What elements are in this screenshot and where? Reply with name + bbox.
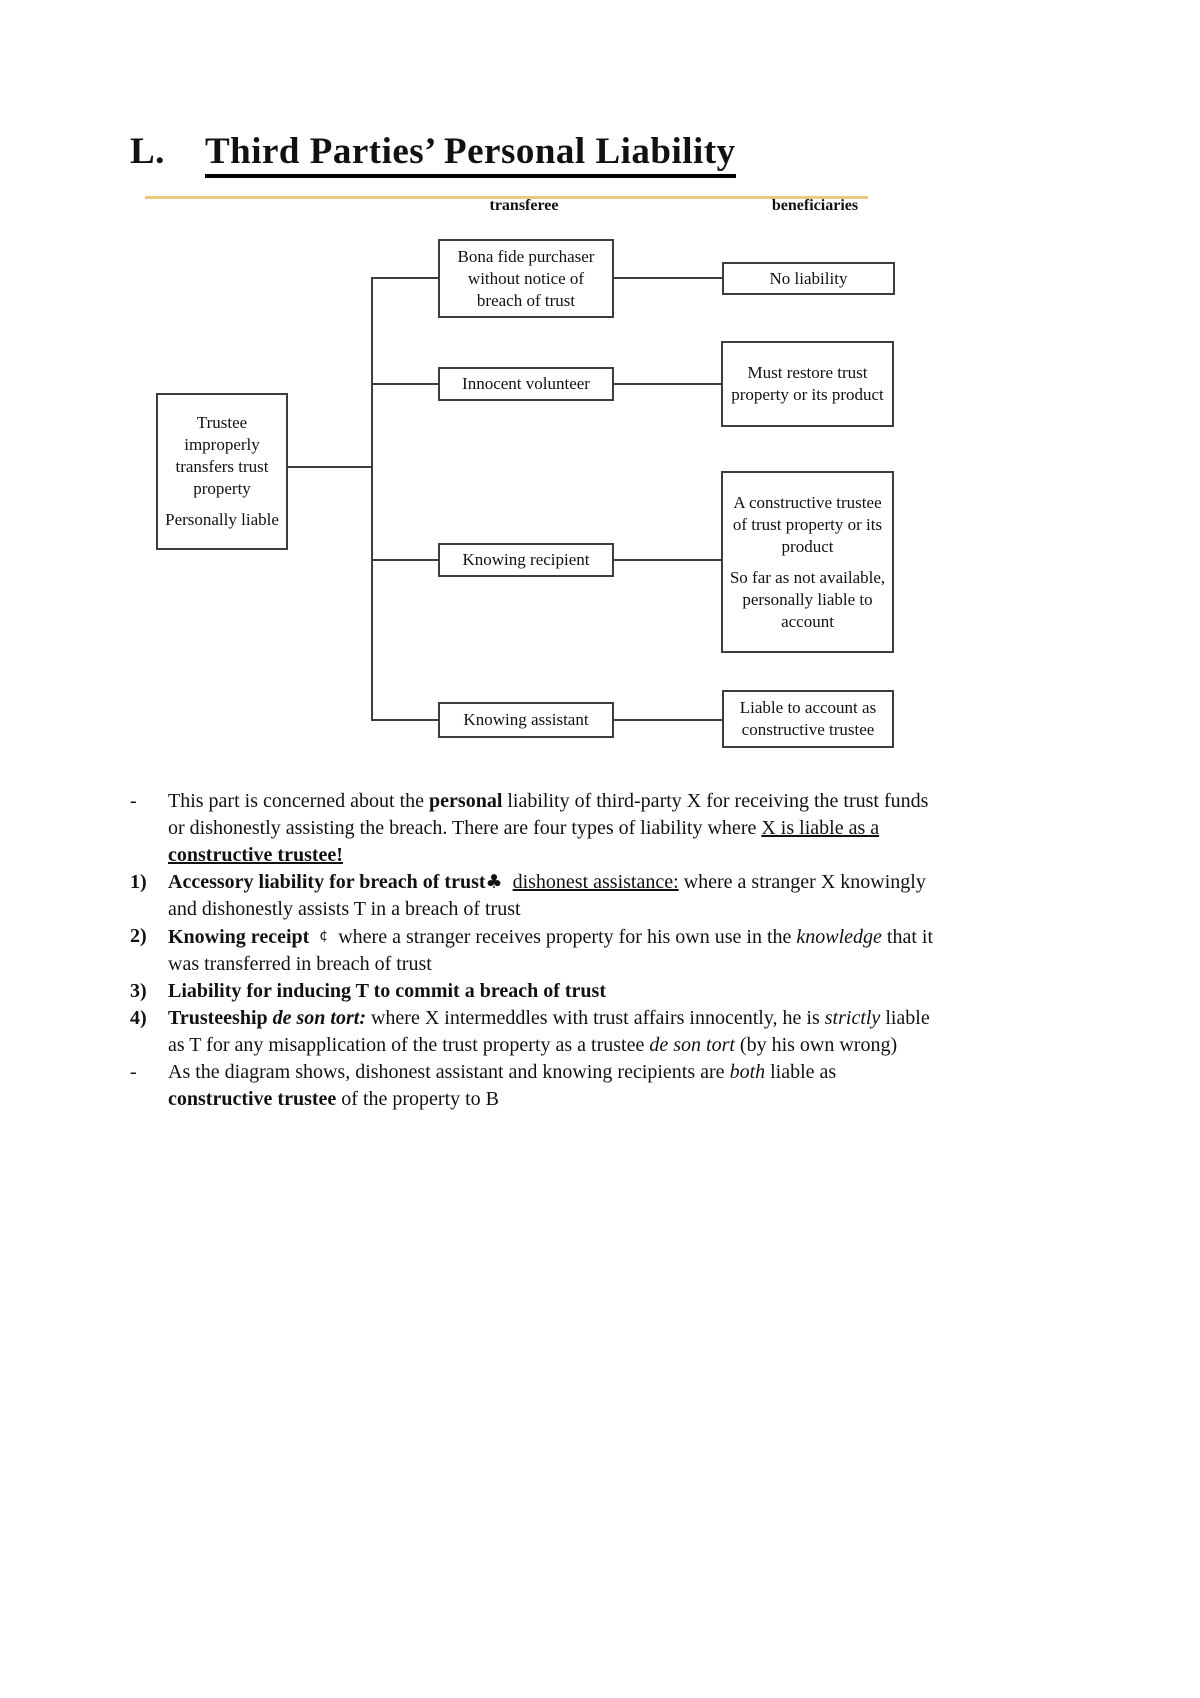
note-marker: -	[130, 790, 137, 812]
note-item: 4) Trusteeship de son tort: where X inter…	[130, 1005, 950, 1059]
note-item: 2) Knowing receipt ¢ where a stranger rec…	[130, 923, 950, 978]
note-item: 1) Accessory liability for breach of trus…	[130, 869, 950, 923]
box-knowing-recipient-text: Knowing recipient	[462, 550, 590, 569]
note-marker: 1)	[130, 871, 147, 893]
text-run: of the property to B	[336, 1088, 500, 1110]
note-item: - This part is concerned about the person…	[130, 788, 950, 869]
box-liable-to-account-text: Liable to account as constructive truste…	[739, 698, 877, 739]
box-must-restore-text: Must restore trust property or its produ…	[731, 363, 884, 404]
text-run: where a stranger receives property for h…	[328, 926, 797, 948]
connector-branch-assistant	[371, 719, 438, 721]
text-run: de son tort:	[272, 1007, 366, 1029]
text-run: liable as T for any misapplication of th…	[168, 1007, 930, 1056]
text-run	[309, 926, 319, 948]
connector-root-to-trunk	[286, 466, 372, 468]
connector-branch-recipient	[371, 559, 438, 561]
box-trustee-root: Trustee improperly transfers trust prope…	[156, 393, 288, 550]
text-run: Liability for inducing T to commit a bre…	[168, 980, 606, 1002]
connector-trunk-vertical	[371, 277, 373, 721]
text-run: liability of third-party X for receiving…	[168, 790, 929, 839]
text-run: This part is concerned about the	[168, 790, 430, 812]
note-item: - As the diagram shows, dishonest assista…	[130, 1059, 950, 1113]
box-knowing-assistant: Knowing assistant	[438, 702, 614, 738]
title-text: Third Parties’ Personal Liability	[204, 130, 736, 178]
text-run: Trusteeship	[168, 1007, 273, 1029]
text-run: constructive trustee	[168, 1088, 337, 1110]
text-run	[503, 871, 513, 893]
connector-assistant-to-liable	[614, 719, 722, 721]
text-run: Accessory liability for breach of trust	[168, 871, 486, 893]
note-text: Knowing receipt ¢ where a stranger recei…	[168, 923, 943, 978]
box-innocent-volunteer: Innocent volunteer	[438, 367, 614, 401]
text-run: that it was transferred in breach of tru…	[168, 926, 934, 975]
box-constructive-trustee-text: A constructive trustee of trust property…	[732, 492, 883, 556]
box-no-liability: No liability	[722, 262, 895, 295]
box-liable-to-account: Liable to account as constructive truste…	[722, 690, 894, 748]
text-run: strictly	[824, 1007, 881, 1029]
note-marker: 3)	[130, 980, 147, 1002]
box-bona-fide-text: Bona fide purchaser without notice of br…	[457, 246, 595, 310]
note-text: As the diagram shows, dishonest assistan…	[168, 1059, 943, 1113]
connector-recipient-to-constructive	[614, 559, 721, 561]
connector-branch-bona-fide	[371, 277, 438, 279]
text-run: liable as	[765, 1061, 837, 1083]
box-knowing-recipient: Knowing recipient	[438, 543, 614, 577]
page-title: L. Third Parties’ Personal Liability	[130, 130, 736, 178]
box-no-liability-text: No liability	[769, 268, 848, 288]
notes-list: - This part is concerned about the person…	[130, 788, 950, 1113]
box-trustee-liable-text: Personally liable	[165, 510, 279, 529]
text-run: de son tort	[649, 1034, 735, 1056]
note-text: This part is concerned about the persona…	[168, 788, 943, 869]
note-text: Trusteeship de son tort: where X interme…	[168, 1005, 943, 1059]
box-knowing-assistant-text: Knowing assistant	[463, 710, 589, 729]
box-trustee-text: Trustee improperly transfers trust prope…	[175, 413, 269, 498]
box-bona-fide-purchaser: Bona fide purchaser without notice of br…	[438, 239, 614, 318]
text-run: personal	[429, 790, 503, 812]
text-run: both	[729, 1061, 766, 1083]
note-text: Liability for inducing T to commit a bre…	[168, 978, 943, 1005]
column-header-beneficiaries: beneficiaries	[771, 197, 859, 214]
note-item: 3) Liability for inducing T to commit a b…	[130, 978, 950, 1005]
title-section-letter: L.	[130, 131, 165, 172]
connector-innocent-to-restore	[614, 383, 721, 385]
text-run: where a stranger X knowingly and dishone…	[168, 871, 926, 920]
note-marker: 2)	[130, 925, 147, 947]
text-run: dishonest assistance:	[512, 871, 679, 893]
text-run: (by his own wrong)	[734, 1034, 898, 1056]
note-marker: 4)	[130, 1007, 147, 1029]
box-constructive-trustee: A constructive trustee of trust property…	[721, 471, 894, 653]
text-run: As the diagram shows, dishonest assistan…	[168, 1061, 730, 1083]
text-run: knowledge	[796, 926, 882, 948]
connector-branch-innocent	[371, 383, 438, 385]
accent-rule	[145, 196, 868, 199]
box-personally-liable-text: So far as not available, personally liab…	[729, 567, 886, 631]
box-innocent-volunteer-text: Innocent volunteer	[462, 374, 590, 393]
cent-dingbat-icon: ¢	[319, 928, 329, 944]
column-header-transferee: transferee	[489, 197, 559, 214]
connector-bona-to-noliability	[614, 277, 722, 279]
box-must-restore: Must restore trust property or its produ…	[721, 341, 894, 427]
text-run: X is liable as a	[761, 817, 880, 839]
note-text: Accessory liability for breach of trust♣…	[168, 869, 943, 923]
note-marker: -	[130, 1061, 137, 1083]
club-dingbat-icon: ♣	[485, 871, 503, 893]
text-run: Knowing receipt	[168, 926, 310, 948]
text-run: where X intermeddles with trust affairs …	[365, 1007, 825, 1029]
text-run: constructive trustee!	[168, 844, 343, 866]
